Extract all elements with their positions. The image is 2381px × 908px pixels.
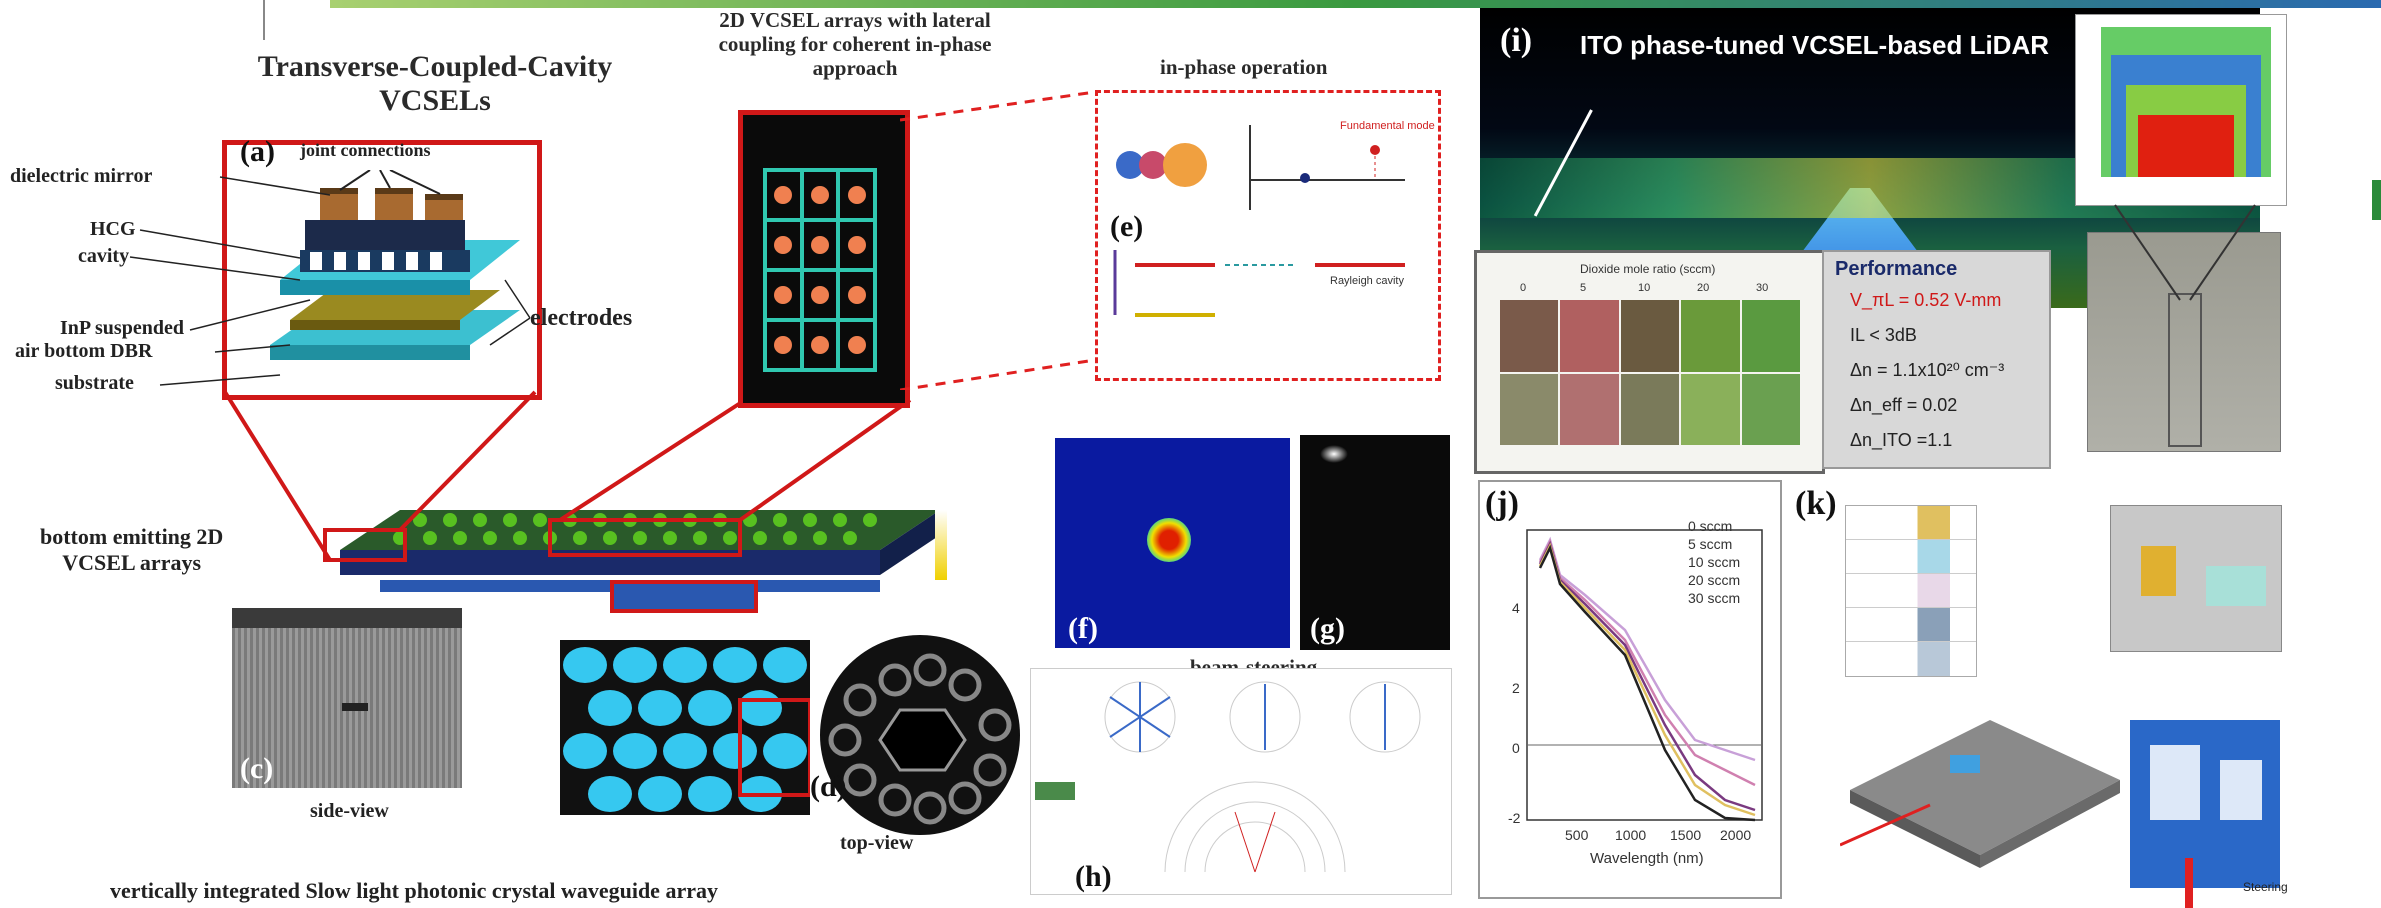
bottom-caption: vertically integrated Slow light photoni… [110, 878, 718, 903]
left-title: Transverse-Coupled-Cavity VCSELs [257, 50, 613, 117]
swatch-col-3: 20 [1697, 282, 1710, 294]
panel-f-beam-image [1055, 438, 1290, 648]
label-side-view: side-view [310, 800, 389, 822]
swatch-col-2: 10 [1638, 282, 1651, 294]
right-accent-bar [2372, 180, 2381, 220]
rayleigh-cavity-label: Rayleigh cavity [1330, 275, 1404, 287]
lidar-title: ITO phase-tuned VCSEL-based LiDAR [1580, 30, 2050, 60]
j-ytick-2: 0 [1512, 740, 1520, 756]
in-phase-title: in-phase operation [1160, 55, 1328, 79]
panel-g-label: (g) [1310, 612, 1345, 645]
panel-k-label: (k) [1795, 485, 1837, 522]
panel-c-label: (c) [240, 752, 274, 785]
top-left-rule [263, 0, 265, 40]
chip-3d-zoom [2110, 505, 2282, 652]
label-joint-connections: joint connections [300, 140, 431, 160]
j-xtick-1: 1000 [1615, 827, 1647, 843]
label-bottom-emitting: bottom emitting 2D VCSEL arrays [40, 524, 224, 575]
label-top-view: top-view [840, 832, 914, 854]
j-legend-1: 5 sccm [1688, 536, 1733, 552]
performance-title: Performance [1835, 258, 1958, 280]
vcsel-structure-illustration [270, 170, 520, 360]
j-ytick-1: 2 [1512, 680, 1520, 696]
panel-c-sem-image [232, 608, 462, 788]
swatch-col-0: 0 [1520, 282, 1527, 294]
panel-f-label: (f) [1068, 612, 1098, 645]
j-legend-3: 20 sccm [1688, 572, 1741, 588]
j-legend-4: 30 sccm [1688, 590, 1741, 606]
layer-stack-inset [2075, 14, 2287, 206]
panel-e-dashed-box [1095, 90, 1441, 381]
swatch-grid [1500, 300, 1800, 445]
yellow-arrow [935, 510, 947, 580]
j-xtick-3: 2000 [1720, 827, 1752, 843]
panel-i-label: (i) [1500, 22, 1533, 59]
performance-item-3: Δn_eff = 0.02 [1850, 395, 1958, 415]
j-ytick-3: -2 [1508, 810, 1521, 826]
photonic-crystal-array [560, 640, 810, 815]
label-substrate: substrate [55, 372, 134, 394]
panel-g-dark-image [1300, 435, 1450, 650]
panel-d-label: (d) [810, 770, 847, 803]
middle-title: 2D VCSEL arrays with lateral coupling fo… [718, 8, 992, 80]
panel-h-label: (h) [1075, 860, 1112, 893]
dashed-connector [900, 90, 1096, 390]
performance-box [1822, 250, 2051, 469]
steering-label: Steering [2243, 880, 2288, 894]
performance-item-2: Δn = 1.1x10²⁰ cm⁻³ [1850, 360, 2005, 380]
waveguide-sem-image [2087, 232, 2281, 452]
label-inp-suspended: InP suspended [60, 317, 184, 339]
swatch-col-4: 30 [1756, 282, 1769, 294]
performance-item-0: V_πL = 0.52 V-mm [1850, 290, 2002, 310]
label-electrodes: electrodes [530, 305, 633, 331]
panel-d-hex-lattice [820, 635, 1020, 835]
steering-arrow [2185, 858, 2193, 908]
chip-illustration [1840, 720, 2120, 868]
j-legend-2: 10 sccm [1688, 554, 1741, 570]
top-banner [330, 0, 2381, 8]
panel-h-polar-plots [1035, 681, 1421, 873]
label-hcg: HCG [90, 218, 136, 240]
j-xtick-2: 1500 [1670, 827, 1702, 843]
performance-item-4: Δn_ITO =1.1 [1850, 430, 1953, 450]
swatch-col-1: 5 [1580, 282, 1587, 294]
panel-b-lattice [763, 168, 877, 372]
fundamental-mode-label: Fundamental mode [1340, 120, 1435, 132]
chip-top-view [2130, 720, 2280, 888]
label-leader-lines [129, 176, 531, 386]
photonic-crystal-bar [610, 580, 758, 613]
panel-j-label: (j) [1485, 485, 1519, 522]
j-ytick-0: 4 [1512, 600, 1520, 616]
j-legend-0: 0 sccm [1688, 518, 1733, 534]
label-cavity: cavity [78, 245, 130, 267]
j-xtick-0: 500 [1565, 827, 1589, 843]
swatch-title: Dioxide mole ratio (sccm) [1580, 262, 1716, 276]
material-legend-table [1845, 505, 1977, 677]
panel-e-mode-diagram [1116, 125, 1405, 210]
panel-j-box [1478, 480, 1782, 899]
sem-zoom-lines [2114, 204, 2256, 301]
label-dielectric-mirror: dielectric mirror [10, 165, 153, 187]
zoom-lines-a-b [223, 390, 912, 562]
panel-e-label: (e) [1110, 210, 1144, 243]
panel-h-box [1030, 668, 1452, 895]
panel-a-label: (a) [240, 135, 275, 168]
label-air-bottom-dbr: air bottom DBR [15, 340, 153, 362]
panel-j-chart [1526, 529, 1763, 822]
performance-item-1: IL < 3dB [1850, 325, 1917, 345]
panel-e-energy-levels [1113, 250, 1405, 317]
j-xlabel: Wavelength (nm) [1590, 850, 1704, 867]
